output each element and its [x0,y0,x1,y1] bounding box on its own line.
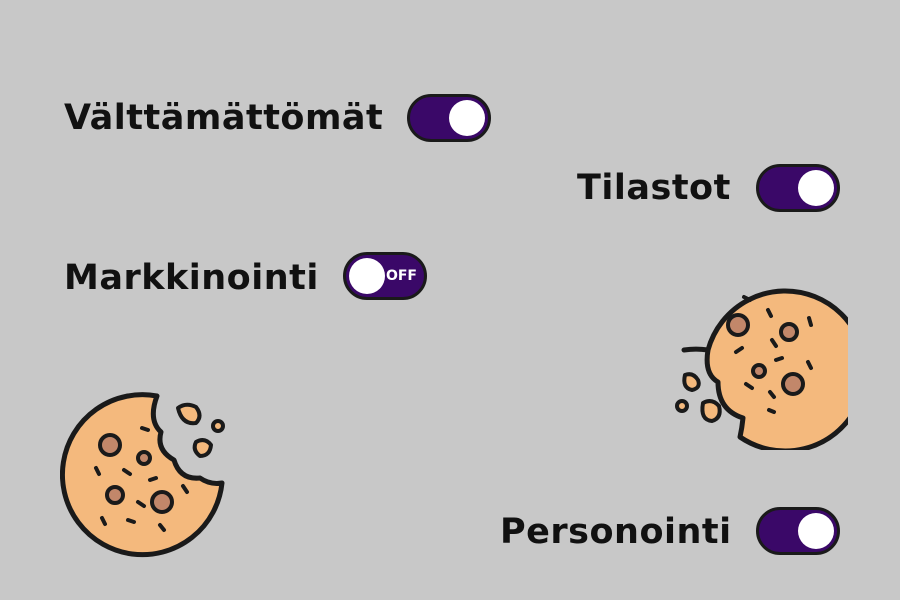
toggle-knob [349,258,385,294]
toggle-state-text: OFF [385,268,417,284]
setting-label-personointi: Personointi [500,512,732,552]
cookie-icon [675,288,848,450]
cookie-icon [60,392,225,558]
setting-label-valttamattomat: Välttämättömät [64,98,384,138]
toggle-knob [798,513,834,549]
toggle-markkinointi[interactable]: OFF [343,252,427,300]
toggle-valttamattomat[interactable] [407,94,491,142]
toggle-knob [449,100,485,136]
setting-label-tilastot: Tilastot [577,168,731,208]
toggle-personointi[interactable] [756,507,840,555]
setting-label-markkinointi: Markkinointi [64,258,319,298]
toggle-tilastot[interactable] [756,164,840,212]
toggle-knob [798,170,834,206]
